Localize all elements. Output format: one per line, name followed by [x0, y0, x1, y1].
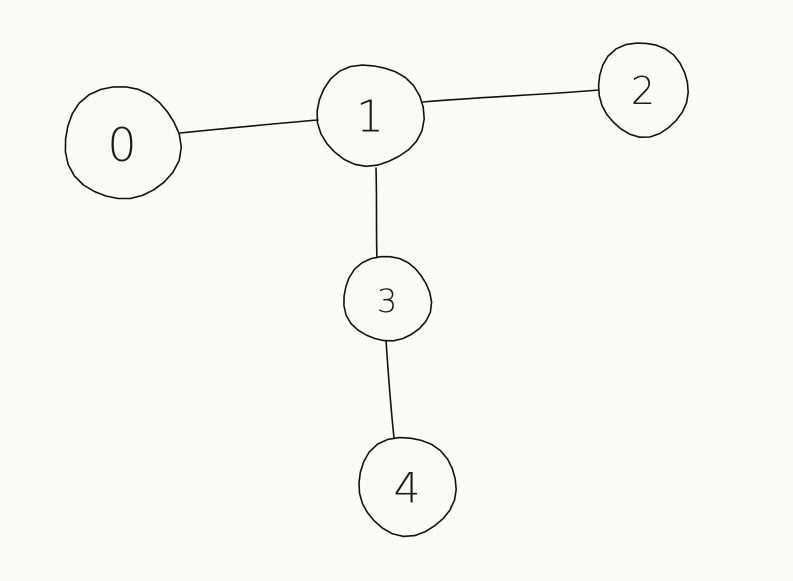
node-1-fill — [319, 64, 421, 166]
node-3: 3 — [343, 255, 433, 342]
node-0: 0 — [64, 86, 183, 200]
node-4-label: 4 — [394, 464, 421, 513]
edges-layer — [179, 89, 600, 439]
node-3-outline — [343, 255, 433, 342]
node-0-outline — [64, 86, 183, 200]
node-4-outline — [358, 436, 457, 538]
node-2-fill — [598, 44, 688, 134]
edge-n1-n3 — [375, 167, 378, 263]
node-1: 1 — [316, 64, 425, 168]
node-3-fill — [345, 257, 429, 341]
node-0-fill — [66, 87, 178, 199]
node-0-label: 0 — [107, 118, 136, 172]
edge-n3-n4 — [385, 339, 395, 439]
edge-n0-n1 — [179, 119, 319, 134]
node-1-label: 1 — [356, 92, 384, 143]
node-2-label: 2 — [631, 69, 655, 113]
edge-n1-n2 — [422, 89, 600, 103]
node-2: 2 — [597, 42, 689, 138]
nodes-layer: 0 1 2 3 4 — [64, 42, 689, 538]
node-2-outline — [597, 42, 689, 138]
node-3-label: 3 — [377, 282, 397, 320]
node-4: 4 — [358, 436, 457, 538]
node-1-outline — [316, 64, 425, 168]
node-4-fill — [359, 438, 455, 534]
